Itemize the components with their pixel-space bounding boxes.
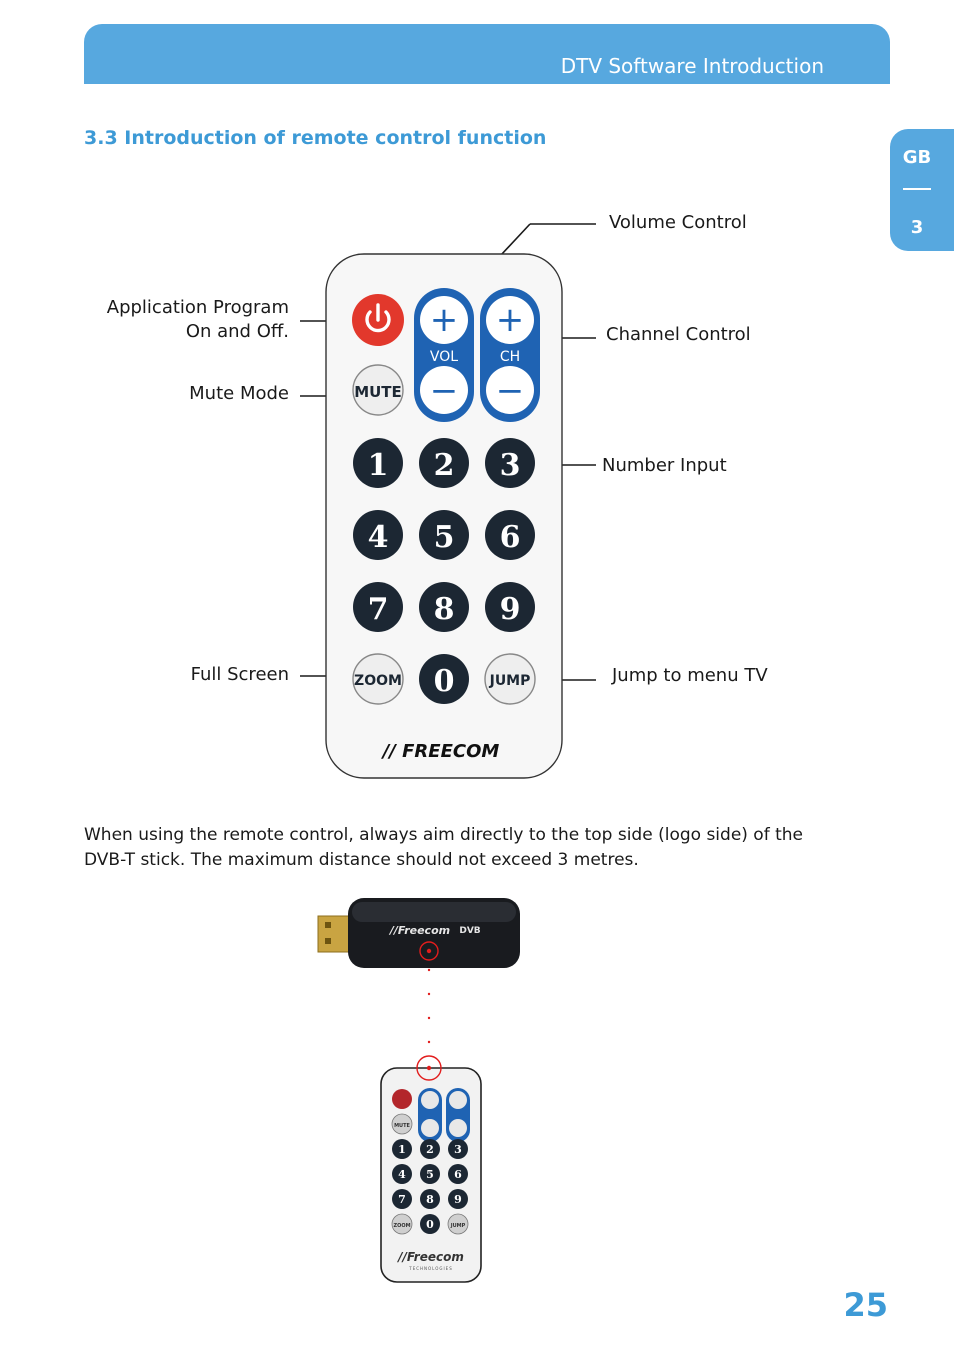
digit-2-button xyxy=(419,438,469,488)
small-remote-brand: //Freecom xyxy=(396,1250,464,1264)
small-jump-label: JUMP xyxy=(450,1223,466,1229)
dvb-badge: DVB xyxy=(459,926,480,936)
usb-brand-logo: //Freecom xyxy=(388,924,450,937)
small-digit-labels: 1 2 3 4 5 6 7 8 9 0 xyxy=(398,1143,462,1231)
digit-2-label: 2 xyxy=(434,448,455,483)
digit-1-label: 1 xyxy=(368,448,389,483)
digit-7-label: 7 xyxy=(368,592,389,627)
vol-label: VOL xyxy=(430,349,458,365)
zoom-label: ZOOM xyxy=(354,673,402,689)
digit-6-label: 6 xyxy=(500,520,521,555)
svg-text:5: 5 xyxy=(426,1168,434,1181)
digit-8-button xyxy=(419,582,469,632)
digit-9-button xyxy=(485,582,535,632)
volume-minus-glyph: − xyxy=(430,371,459,411)
usb-stick-image: //Freecom DVB xyxy=(317,898,520,968)
volume-down-button xyxy=(420,366,468,414)
section-title: 3.3 Introduction of remote control funct… xyxy=(84,127,547,149)
mute-mode-label: Mute Mode xyxy=(189,383,289,404)
digit-4-label: 4 xyxy=(368,520,389,555)
digit-4-button xyxy=(353,510,403,560)
small-zoom-button xyxy=(391,1213,413,1235)
zoom-button xyxy=(352,653,404,705)
page-number: 25 xyxy=(843,1286,888,1324)
jump-menu-label: Jump to menu TV xyxy=(612,665,768,686)
volume-plus-glyph: + xyxy=(430,300,459,340)
usage-instructions: When using the remote control, always ai… xyxy=(84,825,803,870)
digit-5-label: 5 xyxy=(434,520,455,555)
mute-label: MUTE xyxy=(354,383,402,401)
digit-7-button xyxy=(353,582,403,632)
channel-down-button xyxy=(486,366,534,414)
digit-buttons: 1 2 3 4 5 6 7 8 9 0 xyxy=(353,438,535,704)
ir-receiver-marker xyxy=(419,941,439,961)
remote-brand-logo: // FREECOM xyxy=(381,741,500,762)
small-jump-button xyxy=(447,1213,469,1235)
svg-text:2: 2 xyxy=(426,1143,434,1156)
digit-3-button xyxy=(485,438,535,488)
small-remote-image: MUTE ZOOM JUMP 1 2 3 4 5 6 7 8 9 0 //Fre… xyxy=(380,1055,482,1283)
digit-0-button xyxy=(419,654,469,704)
small-mute-label: MUTE xyxy=(394,1123,410,1129)
volume-control-label: Volume Control xyxy=(609,212,747,233)
volume-up-button xyxy=(420,296,468,344)
header-bar: DTV Software Introduction xyxy=(84,24,890,84)
number-input-label: Number Input xyxy=(602,455,727,476)
svg-text:8: 8 xyxy=(426,1193,434,1206)
svg-text:3: 3 xyxy=(454,1143,462,1156)
language-code: GB xyxy=(902,147,932,168)
small-mute-button xyxy=(391,1113,413,1135)
ch-label: CH xyxy=(500,349,520,365)
channel-up-button xyxy=(486,296,534,344)
digit-1-button xyxy=(353,438,403,488)
digit-9-label: 9 xyxy=(500,592,521,627)
ir-emitter-marker xyxy=(416,1055,442,1081)
jump-button xyxy=(484,653,536,705)
header-title: DTV Software Introduction xyxy=(560,54,824,78)
small-remote-sub: TECHNOLOGIES xyxy=(408,1266,453,1271)
power-icon xyxy=(365,303,391,333)
svg-text:9: 9 xyxy=(454,1193,462,1206)
channel-control-label: Channel Control xyxy=(606,324,751,345)
full-screen-label: Full Screen xyxy=(190,664,289,685)
svg-text:0: 0 xyxy=(426,1218,434,1231)
svg-text:7: 7 xyxy=(398,1193,406,1206)
chapter-number: 3 xyxy=(910,217,924,238)
small-zoom-label: ZOOM xyxy=(393,1223,410,1229)
mute-button xyxy=(352,364,404,416)
channel-plus-glyph: + xyxy=(496,300,525,340)
tab-divider xyxy=(903,188,931,190)
channel-minus-glyph: − xyxy=(496,371,525,411)
chapter-tab: GB 3 xyxy=(890,129,954,251)
small-power-button xyxy=(392,1089,412,1109)
digit-8-label: 8 xyxy=(434,592,455,627)
svg-text:6: 6 xyxy=(454,1168,462,1181)
digit-3-label: 3 xyxy=(500,448,521,483)
power-label-line1: Application Program xyxy=(106,297,289,318)
svg-text:4: 4 xyxy=(398,1168,406,1181)
jump-label: JUMP xyxy=(489,673,531,689)
digit-6-button xyxy=(485,510,535,560)
svg-text:1: 1 xyxy=(398,1143,406,1156)
ir-signal-path xyxy=(427,968,431,1044)
digit-5-button xyxy=(419,510,469,560)
digit-0-label: 0 xyxy=(434,664,455,699)
power-label-line2: On and Off. xyxy=(185,321,289,342)
